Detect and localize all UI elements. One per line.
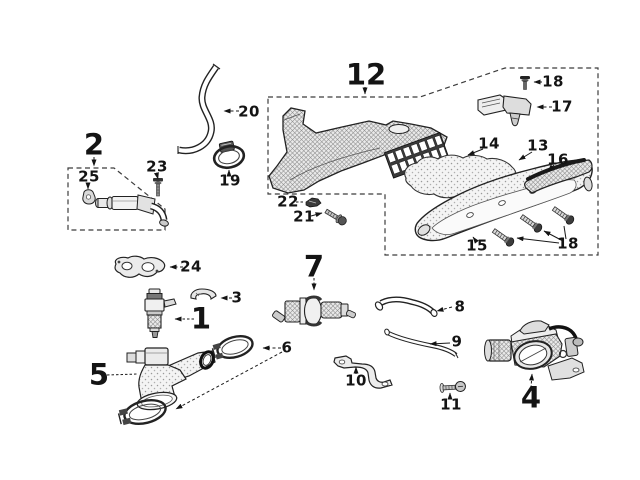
part-7-valve (272, 295, 357, 327)
part-3-clip (190, 288, 217, 300)
callout-part-12: 12 (345, 57, 387, 92)
callout-part-25: 25 (78, 167, 100, 186)
part-12-manifold-upper (268, 107, 448, 194)
part-20-hose (177, 63, 221, 155)
callout-part-24: 24 (180, 257, 202, 276)
part-18-screws-bottom (491, 206, 575, 247)
part-19-clamp (212, 140, 246, 170)
part-10-bracket (333, 355, 393, 389)
part-8-hose (374, 296, 438, 317)
part-21-screw (324, 208, 347, 226)
part-11-screw (439, 380, 466, 393)
callout-part-21: 21 (293, 207, 315, 226)
part-17-sensor (477, 94, 532, 127)
callout-part-17: 17 (551, 97, 573, 116)
callout-part-18-bottom: 18 (557, 234, 579, 253)
part-2-pipe-assembly (95, 194, 169, 227)
callout-part-14: 14 (478, 134, 500, 153)
callout-part-2: 2 (83, 127, 105, 162)
group-12-boundary-box (267, 67, 599, 256)
callout-part-20: 20 (238, 102, 260, 121)
callout-part-7: 7 (303, 249, 325, 284)
callout-part-19: 19 (219, 171, 241, 190)
part-14-grid (383, 132, 450, 179)
part-6-clamp-upper (211, 334, 254, 360)
part-1-injector (144, 288, 177, 338)
part-18-screw-top (520, 76, 530, 90)
callout-part-4: 4 (520, 380, 542, 415)
callout-part-6: 6 (281, 338, 293, 357)
callout-part-3: 3 (231, 288, 243, 307)
callout-part-18-top: 18 (542, 72, 564, 91)
callout-part-23: 23 (146, 157, 168, 176)
callout-part-16: 16 (547, 150, 569, 169)
part-24-gasket (114, 255, 166, 278)
callout-part-22: 22 (277, 192, 299, 211)
part-6-clamp-lower (117, 398, 167, 426)
leader-lines (85, 79, 567, 410)
callout-part-11: 11 (440, 395, 462, 414)
part-23-screw (153, 178, 163, 197)
part-22-clip (305, 197, 322, 208)
callout-part-15: 15 (466, 236, 488, 255)
part-4-throttle-body (484, 320, 585, 381)
callout-part-5: 5 (88, 357, 110, 392)
callout-part-9: 9 (451, 332, 463, 351)
callout-part-13: 13 (527, 136, 549, 155)
callout-part-10: 10 (345, 371, 367, 390)
part-16-cover (524, 158, 593, 194)
part-25-clip (82, 189, 96, 205)
callout-part-1: 1 (190, 301, 212, 336)
callout-part-8: 8 (454, 297, 466, 316)
